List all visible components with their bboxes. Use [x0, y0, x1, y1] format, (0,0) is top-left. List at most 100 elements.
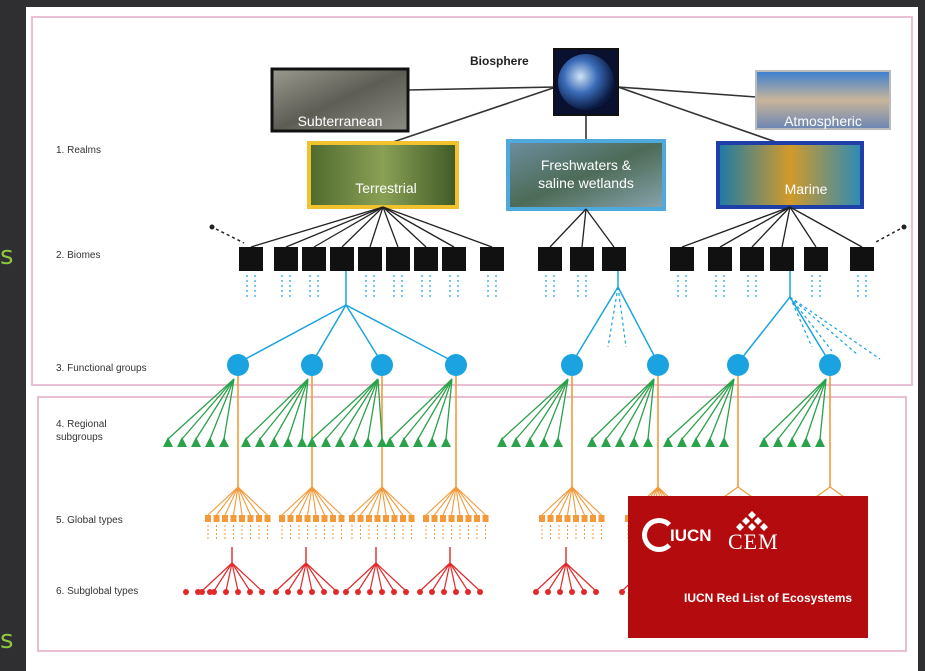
regional-subgroup-node: [629, 437, 639, 447]
biome-connector: [789, 206, 863, 248]
global-connector: [550, 486, 573, 516]
regional-connector: [273, 378, 309, 440]
regional-subgroup-node: [399, 437, 409, 447]
subglobal-connector: [305, 562, 337, 592]
global-type-node: [247, 515, 254, 522]
subglobal-connector: [565, 562, 597, 592]
subglobal-type-node: [581, 589, 587, 595]
subglobal-type-node: [259, 589, 265, 595]
subglobal-type-node: [533, 589, 539, 595]
subglobal-type-node: [619, 589, 625, 595]
regional-subgroup-node: [691, 437, 701, 447]
global-connector: [571, 486, 577, 516]
global-connector: [571, 486, 602, 516]
subglobal-connector: [231, 562, 251, 592]
biome-node: [770, 247, 794, 271]
subglobal-connector: [431, 562, 451, 592]
global-connector: [360, 486, 383, 516]
global-type-node: [304, 515, 311, 522]
regional-connector: [389, 378, 453, 440]
global-type-node: [448, 515, 455, 522]
biome-connector: [382, 206, 493, 248]
global-connector: [216, 486, 239, 516]
ecosystem-typology-diagram: Biosphere Subterranean Atmospheric Terre…: [31, 16, 913, 652]
global-type-node: [431, 515, 438, 522]
biome-connector: [681, 206, 791, 248]
regional-subgroup-node: [413, 437, 423, 447]
level-realms: 1. Realms: [56, 145, 101, 156]
global-type-node: [321, 515, 328, 522]
global-type-node: [296, 515, 302, 522]
global-type-node: [598, 515, 605, 522]
regional-subgroup-node: [427, 437, 437, 447]
global-connector: [290, 486, 313, 516]
regional-subgroup-node: [663, 437, 673, 447]
global-type-node: [400, 515, 406, 522]
realm-subterranean-label: Subterranean: [298, 113, 383, 129]
regional-connector: [339, 378, 379, 440]
subglobal-connector: [357, 562, 377, 592]
regional-connector: [311, 378, 379, 440]
biome-connector: [313, 206, 384, 248]
level-functional-groups: 3. Functional groups: [56, 363, 147, 374]
iucn-wordmark: IUCN: [670, 526, 712, 545]
subglobal-type-node: [367, 589, 373, 595]
regional-subgroup-node: [363, 437, 373, 447]
cem-wordmark: CEM: [728, 529, 779, 554]
subglobal-type-node: [321, 589, 327, 595]
global-type-node: [474, 515, 480, 522]
global-connector: [381, 486, 412, 516]
regional-connector: [591, 378, 655, 440]
global-type-node: [440, 515, 446, 522]
regional-connector: [259, 378, 309, 440]
global-connector: [571, 486, 594, 516]
level-labels: 1. Realms 2. Biomes 3. Functional groups…: [56, 145, 147, 597]
subglobal-type-node: [403, 589, 409, 595]
subglobal-type-node: [309, 589, 315, 595]
global-type-node: [338, 515, 345, 522]
global-type-node: [366, 515, 372, 522]
global-connector: [558, 486, 573, 516]
subglobal-connector: [375, 562, 395, 592]
regional-subgroup-node: [191, 437, 201, 447]
realm-freshwaters: Freshwaters &saline wetlands: [506, 139, 666, 211]
subglobal-type-node: [285, 589, 291, 595]
regional-subgroup-node: [615, 437, 625, 447]
global-type-node: [423, 515, 429, 522]
regional-connector: [417, 378, 453, 440]
biome-node: [358, 247, 382, 271]
regional-subgroup-node: [307, 437, 317, 447]
regional-subgroup-node: [497, 437, 507, 447]
global-connector: [376, 486, 383, 516]
global-connector: [541, 486, 573, 516]
regional-subgroup-node: [241, 437, 251, 447]
biome-node: [670, 247, 694, 271]
biome-node: [239, 247, 263, 271]
global-type-node: [349, 515, 355, 522]
regional-connector: [209, 378, 235, 440]
subglobal-type-node: [557, 589, 563, 595]
biome-connector: [382, 206, 427, 248]
level-biomes: 2. Biomes: [56, 250, 100, 261]
subglobal-connector: [305, 562, 313, 592]
functional-dashed-branch: [617, 286, 627, 348]
earth-icon: [558, 54, 614, 110]
subglobal-type-node: [477, 589, 483, 595]
regional-connector: [819, 378, 827, 440]
subglobal-type-node: [593, 589, 599, 595]
functional-group-node: [301, 354, 323, 376]
regional-subgroup-node: [321, 437, 331, 447]
global-connector: [381, 486, 404, 516]
regional-connector: [445, 378, 453, 440]
regional-connector: [195, 378, 235, 440]
regional-subgroup-node: [205, 437, 215, 447]
subglobal-type-node: [545, 589, 551, 595]
biome-node: [570, 247, 594, 271]
global-type-node: [357, 515, 364, 522]
regional-connector: [245, 378, 309, 440]
global-connector: [455, 486, 470, 516]
biome-stub-right-dot: [901, 224, 907, 230]
biome-stub-right: [873, 228, 901, 244]
global-connector: [311, 486, 334, 516]
